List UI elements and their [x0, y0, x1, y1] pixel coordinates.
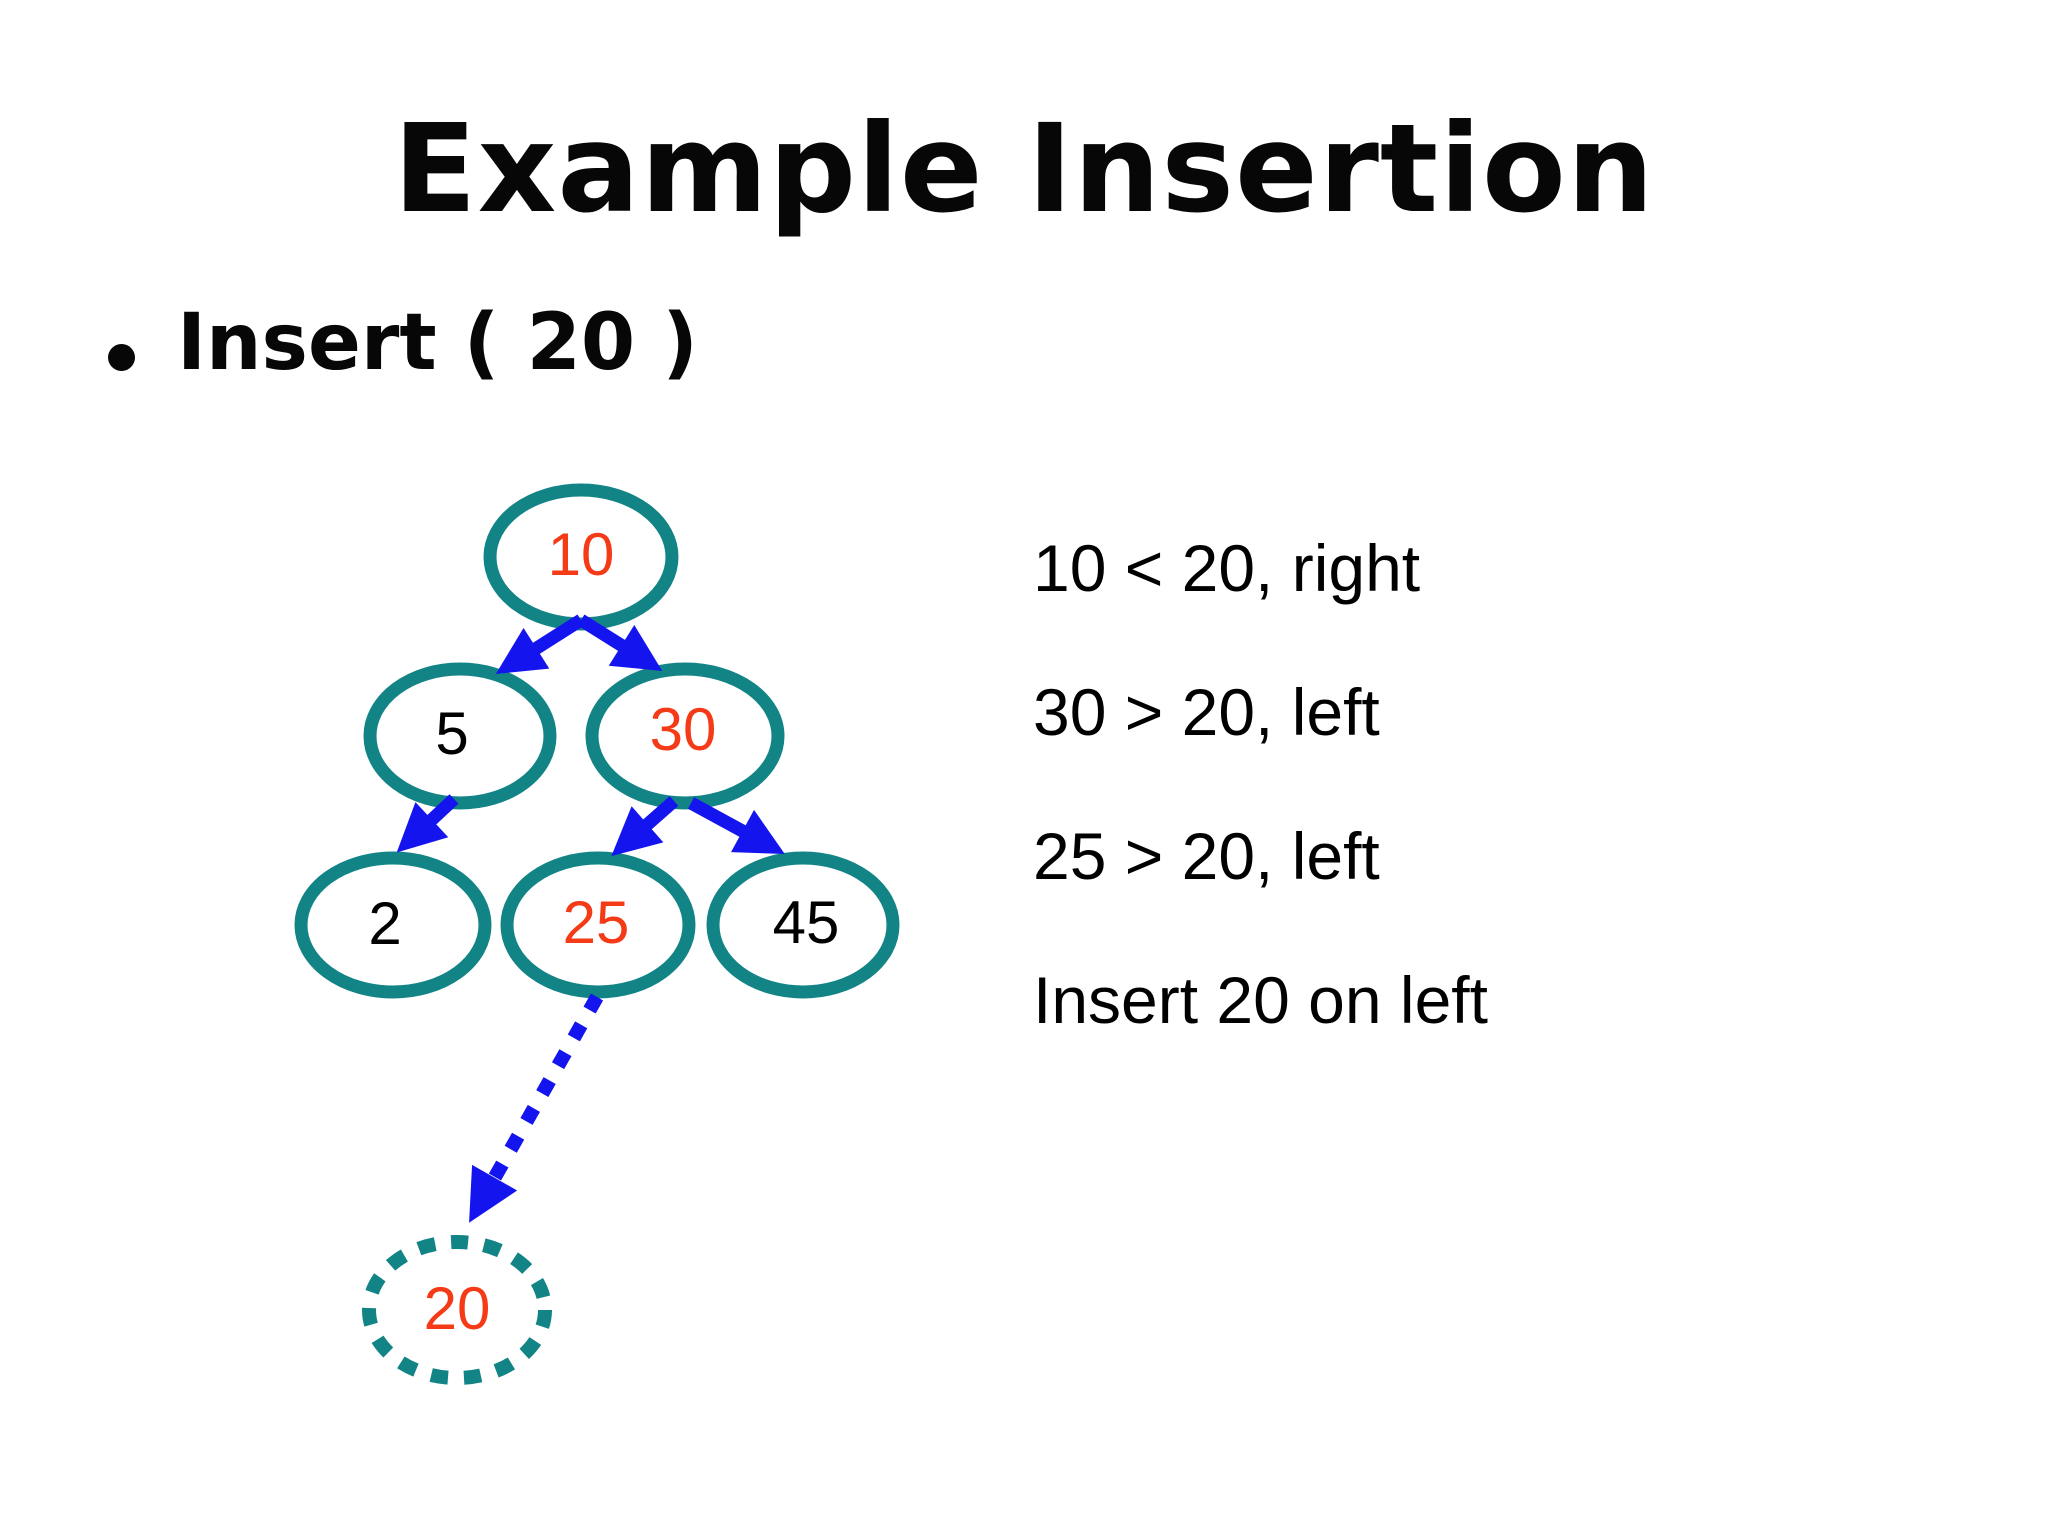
node-ellipse-45	[706, 851, 900, 999]
edge-30-45	[687, 797, 785, 855]
tree-node-45	[706, 851, 900, 999]
node-label-30: 30	[650, 696, 717, 763]
edge-10-30	[577, 614, 663, 671]
node-label-10: 10	[548, 521, 615, 588]
bullet-icon	[108, 344, 135, 371]
node-ellipse-20	[362, 1235, 552, 1385]
node-ellipse-30	[585, 662, 785, 810]
tree-node-5	[363, 662, 557, 810]
node-ellipse-5	[363, 662, 557, 810]
annotation-step-4: Insert 20 on left	[1033, 963, 1488, 1037]
annotation-step-3: 25 > 20, left	[1033, 819, 1380, 893]
tree-node-2	[294, 851, 492, 999]
node-label-20: 20	[424, 1275, 491, 1342]
edge-30-25	[611, 796, 679, 857]
node-ellipse-2	[294, 851, 492, 999]
edge-25-20-insert	[469, 993, 604, 1223]
annotation-step-2: 30 > 20, left	[1033, 675, 1380, 749]
slide-title: Example Insertion	[393, 98, 1655, 240]
annotation-list: 10 < 20, right 30 > 20, left 25 > 20, le…	[1033, 496, 1488, 1072]
bullet-text: Insert ( 20 )	[177, 298, 698, 388]
node-label-25: 25	[563, 889, 630, 956]
tree-node-30	[585, 662, 785, 810]
node-ellipse-25	[500, 851, 696, 999]
edge-10-5	[495, 614, 585, 675]
bullet-item: Insert ( 20 )	[108, 298, 698, 388]
node-label-45: 45	[773, 889, 840, 956]
tree-node-25	[500, 851, 696, 999]
annotation-step-1: 10 < 20, right	[1033, 531, 1421, 605]
edge-5-2	[396, 794, 459, 853]
node-label-2: 2	[368, 890, 401, 957]
node-label-5: 5	[435, 700, 468, 767]
tree-node-20	[362, 1235, 552, 1385]
